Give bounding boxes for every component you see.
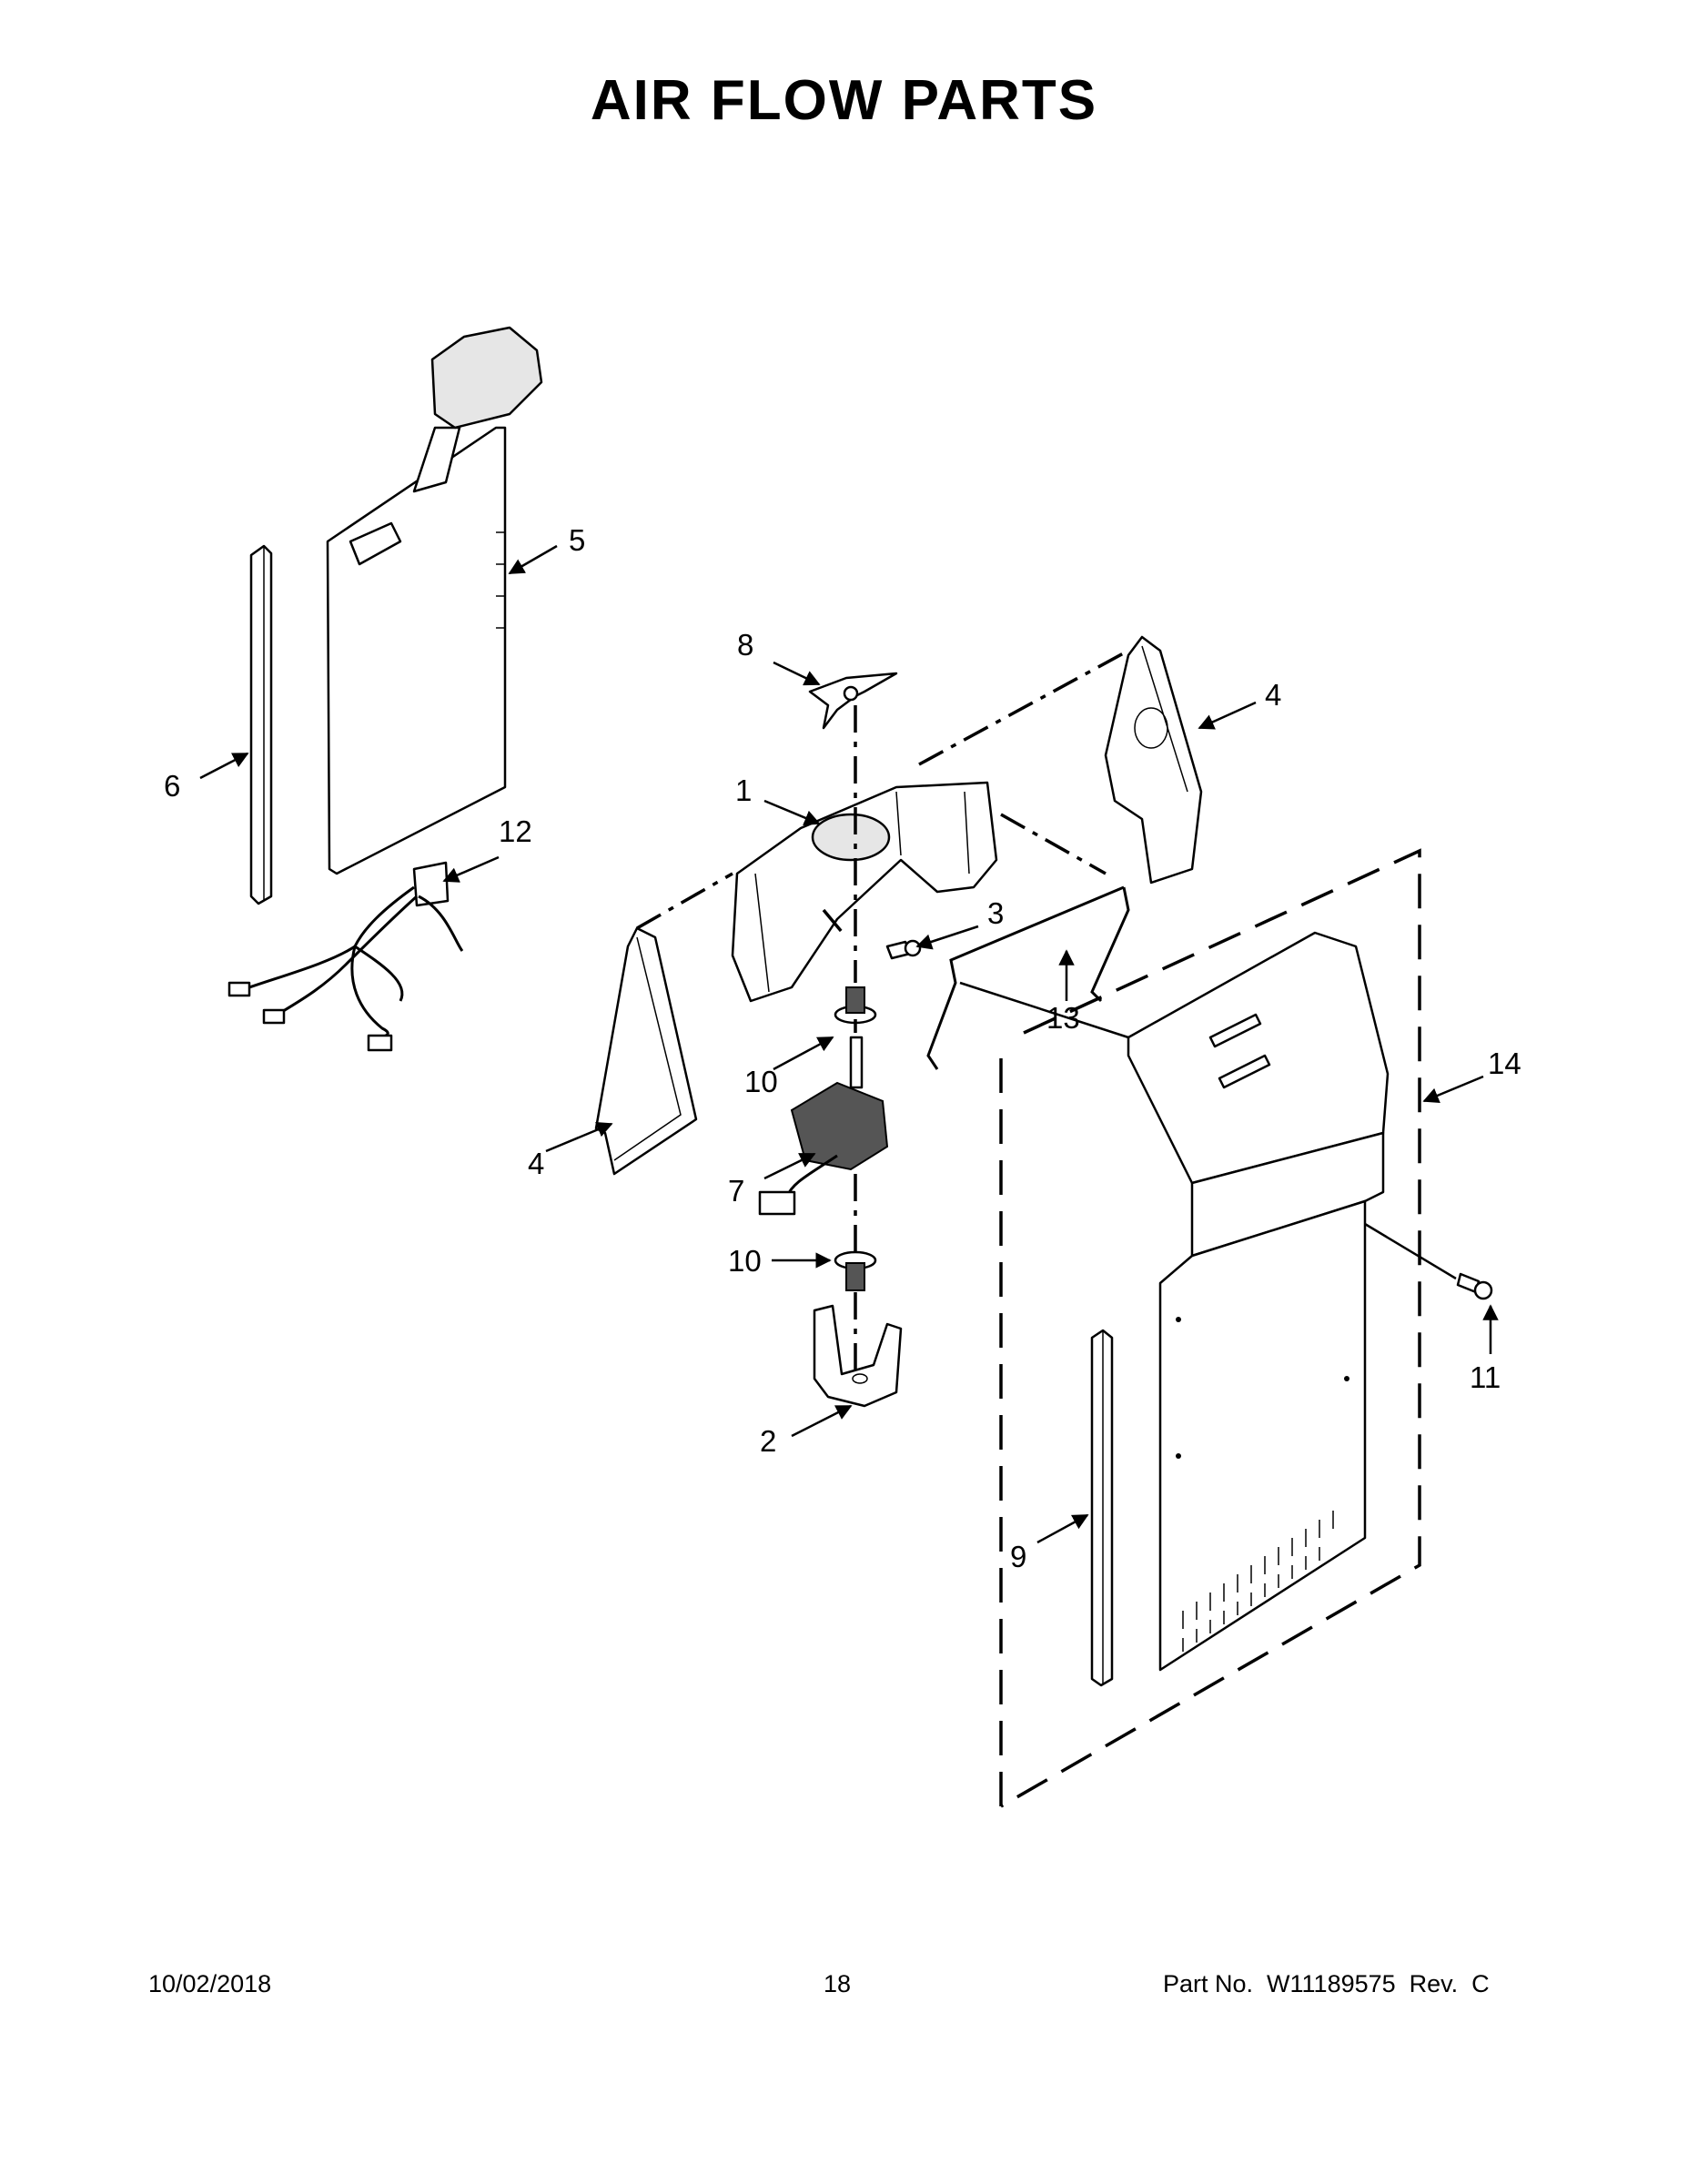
callout-8: 8 — [737, 628, 753, 662]
callout-5: 5 — [569, 523, 585, 557]
callout-leaders — [199, 544, 1499, 1544]
callout-12: 12 — [499, 814, 532, 848]
callout-10-lower: 10 — [728, 1244, 762, 1278]
grommet-upper-part-10 — [834, 986, 877, 1025]
wire-harness-part-12 — [227, 861, 464, 1052]
page-title: AIR FLOW PARTS — [590, 69, 1098, 132]
assembly-lines — [636, 649, 1457, 1808]
callout-10-upper: 10 — [744, 1065, 778, 1098]
screw-part-11 — [1456, 1272, 1493, 1300]
evaporator-cover-part-14 — [1127, 931, 1390, 1672]
fan-shroud-part-1 — [731, 781, 998, 1003]
grommet-lower-part-10 — [834, 1250, 877, 1291]
seal-strip-part-9 — [1090, 1329, 1114, 1687]
callout-6: 6 — [164, 769, 180, 803]
callout-11: 11 — [1470, 1360, 1501, 1394]
screw-part-3 — [885, 939, 922, 960]
side-panel-left-part-4 — [594, 926, 698, 1176]
callout-7: 7 — [728, 1174, 744, 1208]
callout-4-left: 4 — [528, 1147, 544, 1180]
fan-blade-part-8 — [808, 672, 898, 730]
callout-4-right: 4 — [1265, 678, 1281, 712]
callout-2: 2 — [760, 1424, 776, 1458]
callout-9: 9 — [1010, 1540, 1026, 1573]
rear-panel-part-5 — [326, 326, 543, 875]
footer-page-number: 18 — [824, 1970, 852, 1997]
footer-part-number: Part No. W11189575 Rev. C — [1163, 1970, 1490, 1997]
motor-bracket-part-2 — [813, 1304, 903, 1408]
callout-3: 3 — [987, 896, 1004, 930]
callout-14: 14 — [1488, 1046, 1521, 1080]
side-panel-right-part-4 — [1104, 635, 1203, 885]
footer-date: 10/02/2018 — [148, 1970, 272, 1997]
callout-13: 13 — [1046, 1001, 1080, 1035]
callout-labels: 6 5 12 8 1 4 3 13 4 10 7 10 11 14 2 9 — [164, 523, 1521, 1573]
fan-motor-part-7 — [758, 1036, 889, 1216]
wire-bracket-part-13 — [926, 885, 1130, 1070]
seal-strip-part-6 — [249, 544, 273, 905]
callout-1: 1 — [735, 774, 752, 807]
